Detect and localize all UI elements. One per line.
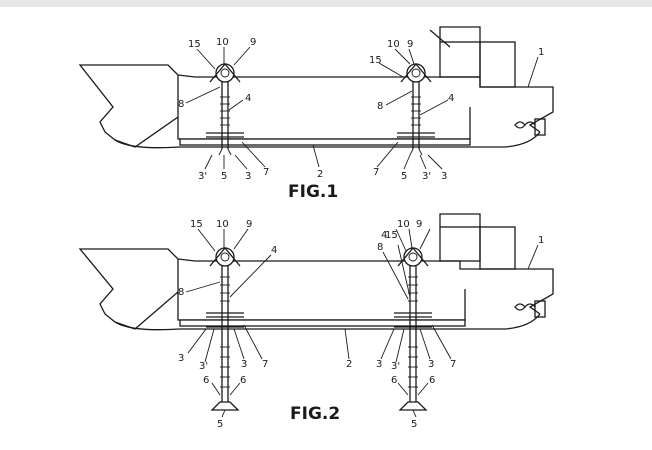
fig1-label-1: 1 — [538, 47, 544, 58]
fig2-label-7b: 7 — [450, 359, 456, 370]
fig2-label-1: 1 — [538, 235, 544, 246]
fig1-rudder — [534, 118, 546, 136]
fig2-superstructure-2 — [479, 226, 516, 270]
fig2-upper-deck — [439, 213, 481, 227]
fig1-label-10a: 10 — [216, 37, 229, 48]
fig2-label-5b: 5 — [411, 419, 417, 430]
fig1-label-9a: 9 — [250, 37, 256, 48]
fig1-label-15a: 15 — [188, 39, 201, 50]
fig1-leader-lines — [185, 46, 539, 170]
fig2-label-10b: 10 — [397, 219, 410, 230]
fig2-hull-outline — [78, 248, 179, 330]
fig1-left-pulley — [215, 63, 235, 83]
fig1-upper-deck — [439, 26, 481, 42]
fig2-label-6d: 6 — [429, 375, 435, 386]
fig2-label-3b: 3 — [241, 359, 247, 370]
fig2-left-foot — [210, 401, 240, 411]
fig1-label-9b: 9 — [407, 39, 413, 50]
fig1-label-3b: 3 — [441, 171, 447, 182]
fig2-label-3p-b: 3' — [391, 361, 400, 372]
fig2-label-3a: 3 — [178, 353, 184, 364]
fig2-keel-strip — [179, 319, 466, 327]
fig2-right-foot — [398, 401, 428, 411]
fig2-hull-side — [177, 289, 466, 321]
fig2-label-15b: 15 — [385, 230, 398, 241]
fig1-right-pulley — [406, 63, 426, 83]
figure-1: 15 10 9 8 4 10 9 15 8 4 1 3' 5 3 7 2 7 5… — [78, 26, 554, 202]
fig2-label-8a: 8 — [178, 287, 184, 298]
figure-2: 15 10 9 8 4 8 4 15 10 9 1 3 3' 3 7 2 3 3… — [78, 213, 554, 430]
fig1-label-4a: 4 — [245, 93, 251, 104]
fig1-label-15b: 15 — [369, 55, 382, 66]
fig2-label-6c: 6 — [391, 375, 397, 386]
fig1-label-3a: 3 — [245, 171, 251, 182]
fig2-label-3d: 3 — [428, 359, 434, 370]
top-bar — [0, 0, 652, 7]
fig1-superstructure-2 — [479, 41, 516, 88]
fig1-caption: FIG.1 — [288, 182, 338, 202]
fig1-hull-bottom — [114, 131, 541, 149]
fig1-label-7a: 7 — [263, 167, 269, 178]
fig2-rudder — [534, 300, 546, 318]
patent-drawing-sheet: 15 10 9 8 4 10 9 15 8 4 1 3' 5 3 7 2 7 5… — [0, 7, 652, 450]
fig2-label-7a: 7 — [262, 359, 268, 370]
fig2-caption: FIG.2 — [290, 404, 340, 424]
fig1-label-2: 2 — [317, 169, 323, 180]
patent-drawing: 15 10 9 8 4 10 9 15 8 4 1 3' 5 3 7 2 7 5… — [78, 26, 554, 430]
fig2-label-3p-a: 3' — [199, 361, 208, 372]
fig1-label-7b: 7 — [373, 167, 379, 178]
fig1-right-mast — [397, 62, 435, 156]
fig2-label-10a: 10 — [216, 219, 229, 230]
fig2-label-9a: 9 — [246, 219, 252, 230]
fig2-deck-line — [177, 258, 460, 262]
fig1-keel-strip — [179, 138, 471, 146]
fig2-label-4b: 4 — [381, 230, 387, 241]
fig2-hull-bottom — [114, 313, 541, 331]
fig2-label-2: 2 — [346, 359, 352, 370]
fig2-label-8b: 8 — [377, 242, 383, 253]
fig2-leader-lines — [185, 228, 539, 418]
fig2-stern — [459, 261, 554, 315]
fig2-left-pulley — [215, 247, 235, 267]
fig1-superstructure-1 — [439, 41, 481, 78]
fig1-label-3p-b: 3' — [422, 171, 431, 182]
fig1-hull-outline — [78, 64, 179, 148]
fig1-label-4b: 4 — [448, 93, 454, 104]
fig2-label-15a: 15 — [190, 219, 203, 230]
fig2-left-mast — [206, 246, 244, 411]
fig1-label-10b: 10 — [387, 39, 400, 50]
fig1-label-8a: 8 — [178, 99, 184, 110]
fig2-right-pulley — [403, 247, 423, 267]
fig1-label-5a: 5 — [221, 171, 227, 182]
fig1-propeller — [514, 121, 536, 129]
fig2-label-5a: 5 — [217, 419, 223, 430]
fig1-label-8b: 8 — [377, 101, 383, 112]
fig1-label-5b: 5 — [401, 171, 407, 182]
fig2-label-6b: 6 — [240, 375, 246, 386]
fig2-label-9b: 9 — [416, 219, 422, 230]
fig2-superstructure-1 — [439, 226, 481, 262]
fig1-label-3p-a: 3' — [198, 171, 207, 182]
fig2-propeller — [514, 303, 536, 311]
fig1-deck-line — [177, 74, 480, 78]
fig1-left-mast — [206, 62, 244, 156]
fig2-label-6a: 6 — [203, 375, 209, 386]
fig2-label-4a: 4 — [271, 245, 277, 256]
fig2-right-mast — [394, 246, 432, 411]
fig2-label-3c: 3 — [376, 359, 382, 370]
